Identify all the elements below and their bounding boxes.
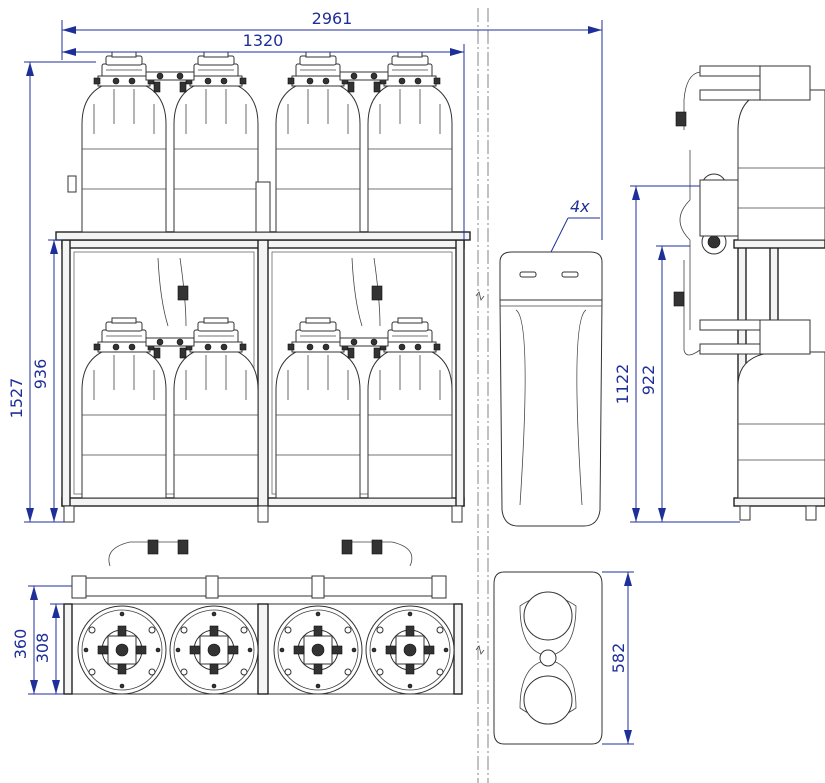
overall-height-label: 1527 (7, 378, 26, 419)
dimension-side-height: 1122 (613, 185, 740, 523)
lower-tanks (82, 257, 452, 498)
dimension-overall-height: 1527 (7, 61, 96, 523)
dimension-top-depth: 360 (11, 585, 72, 695)
frame-width-label: 1320 (243, 31, 284, 50)
callout-label: 4x (570, 197, 590, 216)
front-view (55, 52, 471, 523)
dimension-frame-width: 1320 (62, 31, 465, 240)
overall-width-label: 2961 (312, 9, 353, 28)
dimension-overall-width: 2961 (61, 9, 603, 240)
top-depth-label: 360 (11, 629, 30, 660)
rack-frame (55, 231, 471, 523)
cabinet-unit (499, 251, 603, 527)
top-frame-depth-label: 308 (33, 633, 52, 664)
side-frame-height-label: 922 (639, 365, 658, 396)
break-line (475, 8, 489, 783)
cabinet-top-view (493, 571, 603, 745)
upper-tanks (67, 52, 452, 233)
frame-height-label: 936 (31, 359, 50, 390)
cabinet-depth-label: 582 (609, 643, 628, 674)
dimension-top-frame-depth: 308 (33, 603, 64, 694)
cabinet-callout: 4x (550, 197, 600, 253)
dimension-cabinet-depth: 582 (602, 571, 634, 745)
dimension-side-frame-height: 922 (639, 245, 690, 522)
side-height-label: 1122 (613, 364, 632, 405)
side-view (673, 65, 825, 521)
top-view (63, 539, 463, 695)
dimension-frame-height: 936 (31, 239, 62, 522)
